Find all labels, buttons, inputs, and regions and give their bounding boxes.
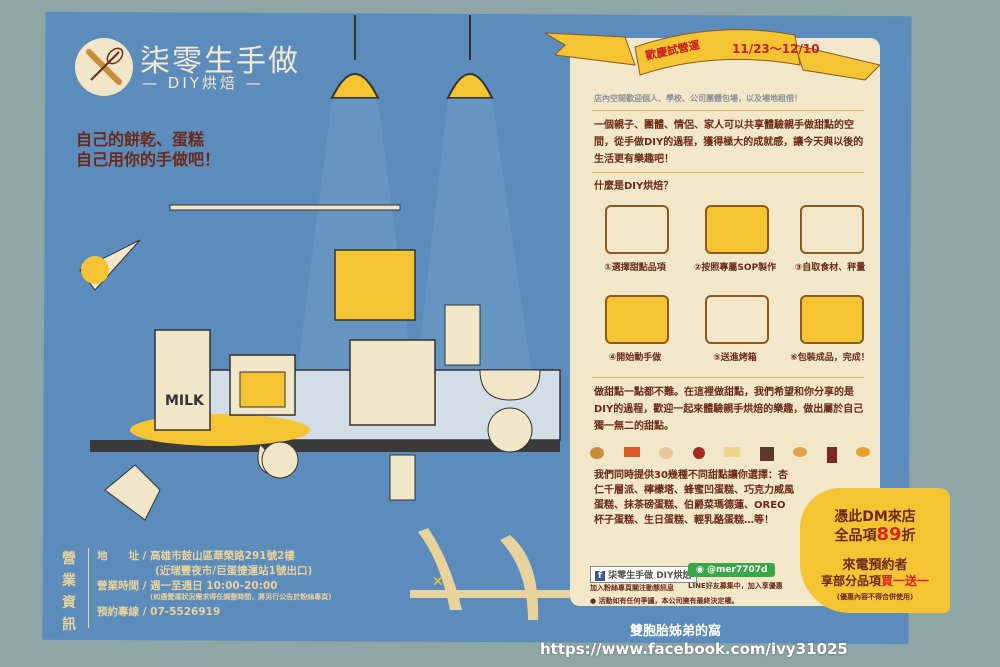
step-label: ①選擇甜點品項 [604, 263, 666, 273]
address-label: 地 址 / [97, 550, 147, 562]
step-illustration-icon [605, 295, 669, 344]
step-label: ⑤送進烤箱 [713, 353, 757, 363]
step-illustration-icon [605, 205, 669, 254]
address: 高雄市鼓山區華榮路291號2樓 [150, 550, 295, 562]
ribbon-banner [545, 29, 881, 81]
phone: 07-5526919 [150, 606, 221, 618]
line-id: @mer7707d [707, 565, 768, 575]
meringue-icon [659, 447, 673, 459]
hours-note: (如遇營運狀況需求得任調整時間，將另行公告於粉絲專頁) [150, 593, 332, 601]
milk-label: MILK [165, 393, 205, 409]
location-marker-icon: ✕ [432, 574, 444, 590]
intro-note: 店內空間歡迎個人、學校、公司團體包場，以及場地租借！ [594, 94, 802, 103]
phone-label: 預約專線 / [97, 606, 147, 618]
chocolate-dessert-icon [826, 447, 837, 463]
divider [592, 172, 864, 173]
facebook-link[interactable]: f 柒零生手做 DIY烘焙 [590, 566, 697, 583]
measuring-cup-icon [444, 304, 481, 366]
dessert-icons-row [590, 447, 870, 463]
step-illustration-icon [800, 295, 864, 344]
apron-icon [104, 464, 161, 521]
kettle-icon [389, 454, 416, 501]
promo-badge: 憑此DM來店 全品項89折 來電預約者 享部分品項買一送一 (優惠內容不得合併使… [800, 488, 950, 613]
step-label: ②按照專屬SOP製作 [693, 263, 777, 273]
step-illustration-icon [705, 205, 769, 254]
line-note: LINE好友募集中，加入享優惠 [688, 582, 783, 590]
line-icon: ◉ [696, 565, 704, 575]
promo-line1: 憑此DM來店 [834, 509, 916, 525]
cabinet-icon [349, 339, 436, 426]
address-note: (近瑞豐夜市/巨蛋捷運站1號出口) [155, 565, 313, 577]
disclaimer: ● 活動如有任何爭議，本公司擁有最終決定權。 [590, 597, 739, 605]
lamp-icon [410, 15, 540, 430]
step-label: ③自取食材、秤量 [794, 263, 866, 273]
watermark-title: 雙胞胎姊弟的窩 [630, 624, 722, 639]
slogan-line: 自己用你的手做吧！ [76, 150, 221, 169]
promo-line3: 來電預約者 [842, 558, 908, 573]
step-illustration-icon [800, 205, 864, 254]
facebook-icon: f [595, 571, 605, 581]
hours: 週一至週日 10:00-20:00 [150, 580, 278, 592]
divider [592, 110, 864, 111]
cupcake-icon [261, 441, 299, 479]
puff-icon [856, 447, 870, 457]
promo-note: (優惠內容不得合併使用) [836, 593, 914, 601]
mixer-icon [334, 249, 416, 321]
divider [88, 548, 89, 628]
step-label: ④開始動手做 [608, 353, 662, 363]
share-text: 做甜點一點都不難。在這裡做甜點，我們希望和你分享的是DIY的過程，歡迎一起來體驗… [594, 387, 864, 432]
cherry-cake-icon [692, 447, 705, 459]
ribbon-dates: 11/23～12/10 [732, 42, 820, 56]
layer-cake-icon [759, 447, 774, 461]
business-info-label: 營業資訊 [62, 551, 76, 633]
line-link[interactable]: ◉ @mer7707d [688, 563, 776, 577]
kitchen-illustration: MILK [79, 15, 561, 521]
cake-icon [623, 447, 640, 457]
milk-carton-icon [154, 329, 211, 431]
tart-icon [793, 447, 807, 457]
intro-text: 一個親子、團體、情侶、家人可以共享體驗親手做甜點的空間，從手做DIY的過程，獲得… [594, 120, 864, 165]
brand-name: 柒零生手做 [140, 44, 300, 79]
facebook-note: 加入粉絲專頁關注動態訊息 [590, 584, 674, 592]
slogan-line: 自己的餅乾、蛋糕 [76, 130, 205, 149]
facebook-name: 柒零生手做 DIY烘焙 [608, 571, 692, 581]
divider [592, 377, 864, 378]
step-label: ⑥包裝成品，完成！ [790, 353, 870, 363]
cheesecake-icon [724, 447, 740, 457]
brand-subtitle: — DIY烘焙 — [142, 74, 264, 92]
promo-line2: 全品項89折 [834, 524, 916, 545]
step-illustration-icon [705, 295, 769, 344]
scale-icon [479, 369, 541, 401]
what-is-title: 什麼是DIY烘焙？ [594, 181, 674, 192]
menu-text: 我們同時提供30幾種不同甜點讓你選擇：杏仁千層派、檸檬塔、蜂蜜凹蛋糕、巧克力威風… [594, 470, 794, 526]
cookie-icon [590, 447, 604, 459]
slogan: 自己的餅乾、蛋糕 自己用你的手做吧！ [76, 130, 220, 170]
location-map: ✕ [410, 528, 570, 620]
logo-rolling-pin-whisk-icon [75, 38, 133, 96]
hours-label: 營業時間 / [97, 580, 147, 592]
promo-line4: 享部分品項買一送一 [820, 574, 930, 588]
watermark-url: https://www.facebook.com/ivy31025 [540, 640, 848, 658]
